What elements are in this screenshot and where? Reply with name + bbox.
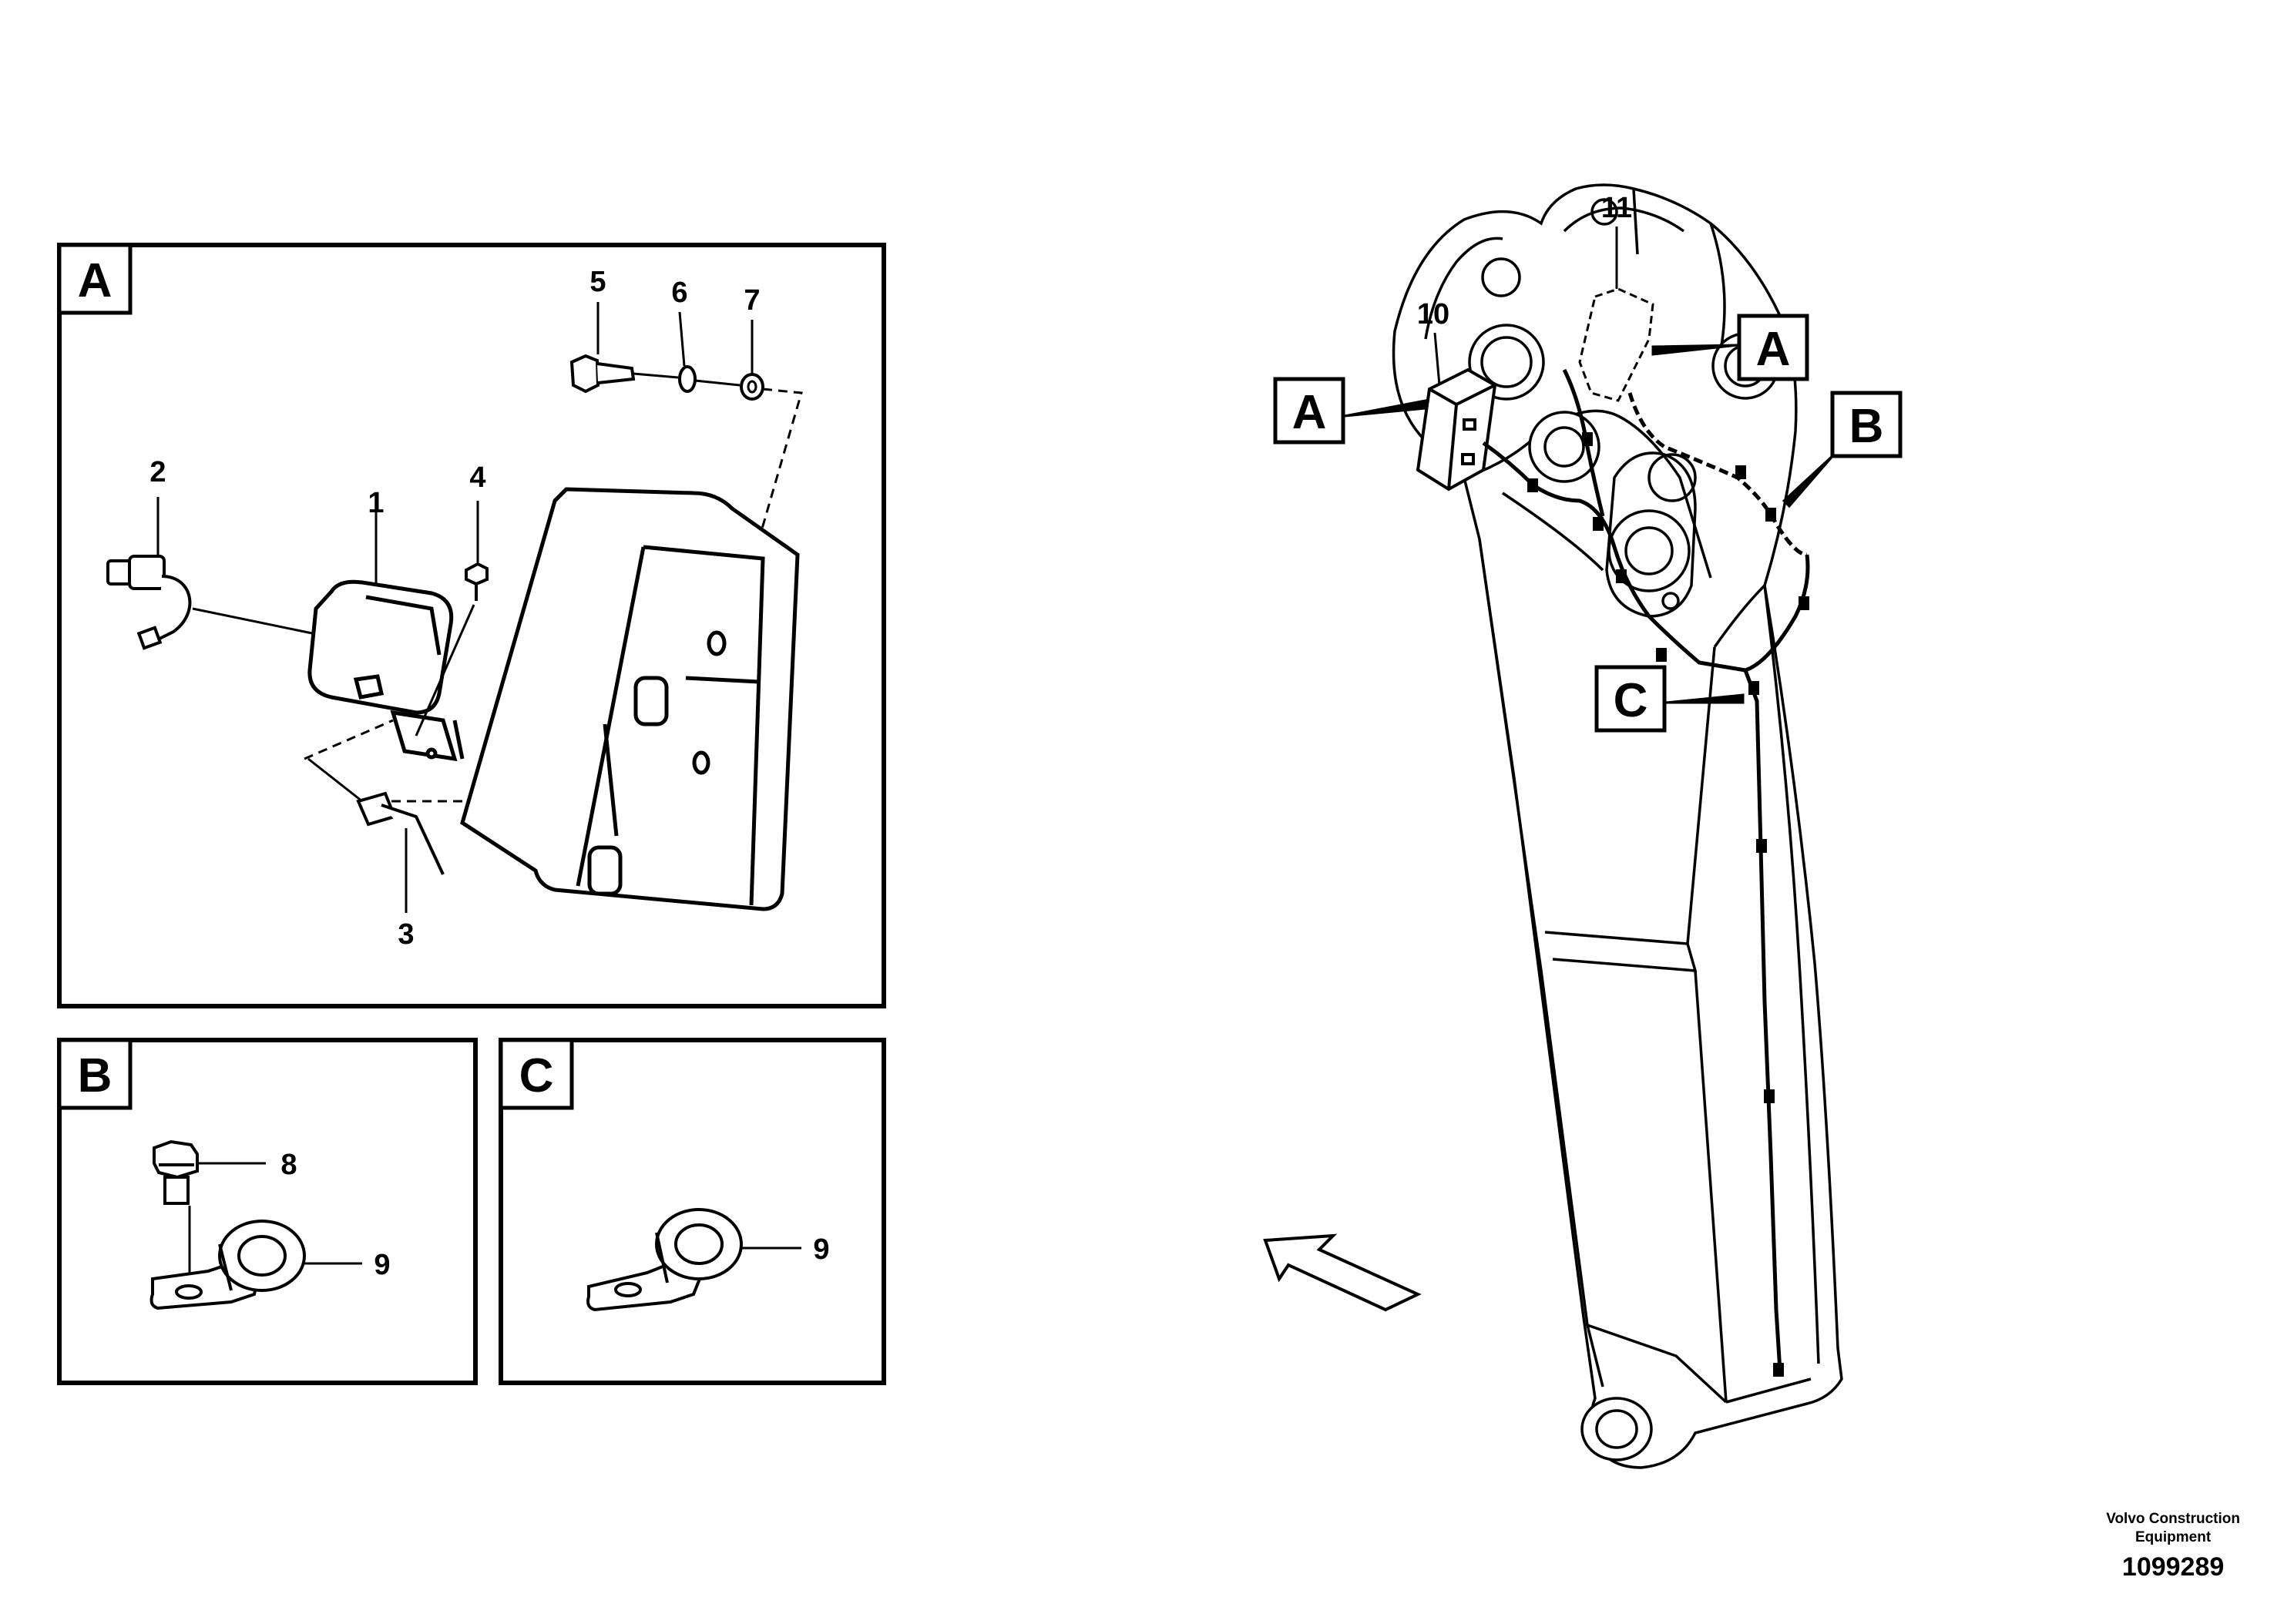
callout-6: 6 [671, 277, 687, 309]
drawing-number: 1099289 [2121, 1552, 2225, 1582]
boom-label-a-left: A [1273, 377, 1427, 445]
panel-a-letter-box [57, 243, 133, 315]
p-clamp-part-9-b [149, 1220, 306, 1310]
boom-label-b: B [1782, 391, 1903, 508]
bolt-part-5 [569, 354, 636, 394]
svg-text:C: C [1614, 674, 1648, 727]
panel-b: B 8 9 [57, 1038, 478, 1385]
harness-clips [1527, 432, 1809, 1377]
callout-9-panel-c: 9 [813, 1233, 829, 1266]
panel-a: A [57, 243, 886, 1008]
panel-b-letter: B [78, 1049, 113, 1102]
callout-7: 7 [744, 284, 760, 317]
callout-2: 2 [149, 456, 166, 488]
panel-b-letter-box [57, 1038, 133, 1110]
callout-5: 5 [589, 266, 606, 298]
boom-lamp-housing-part-10 [1416, 367, 1497, 492]
company-name-line-1: Volvo Construction [2106, 1511, 2240, 1527]
connector-block-part-11 [1578, 287, 1654, 402]
svg-text:B: B [1849, 400, 1884, 453]
view-direction-arrow [1263, 1233, 1422, 1312]
panel-a-letter: A [78, 254, 113, 307]
boom-label-a-right: A [1651, 314, 1809, 381]
boom-label-c: C [1594, 665, 1745, 733]
lock-washer-part-6 [678, 365, 697, 393]
footer-branding: Volvo Construction Equipment 1099289 [2106, 1510, 2240, 1584]
svg-text:A: A [1756, 323, 1791, 376]
bulb-holder-part-2 [106, 555, 192, 650]
callout-1: 1 [368, 487, 384, 519]
panel-c-letter-box [499, 1038, 574, 1110]
wiring-harness-hidden [1627, 392, 1808, 557]
panel-c-letter: C [519, 1049, 554, 1102]
svg-text:A: A [1292, 386, 1327, 439]
lamp-guard-housing [460, 487, 800, 911]
work-lamp-part-1 [307, 579, 465, 762]
company-name-line-2: Equipment [2135, 1529, 2212, 1545]
callout-9-panel-b: 9 [374, 1249, 390, 1281]
screw-part-4 [465, 562, 489, 601]
flange-bolt-part-8 [153, 1139, 199, 1205]
callout-10: 10 [1417, 298, 1449, 331]
p-clamp-part-9-c [586, 1208, 743, 1312]
connector-part-3 [356, 791, 445, 875]
panel-c: C 9 [499, 1038, 886, 1385]
callout-11: 11 [1601, 192, 1632, 224]
callout-3: 3 [398, 918, 414, 951]
callout-4: 4 [469, 461, 485, 494]
callout-8: 8 [280, 1149, 297, 1181]
boom-assembly [1392, 183, 1843, 1469]
